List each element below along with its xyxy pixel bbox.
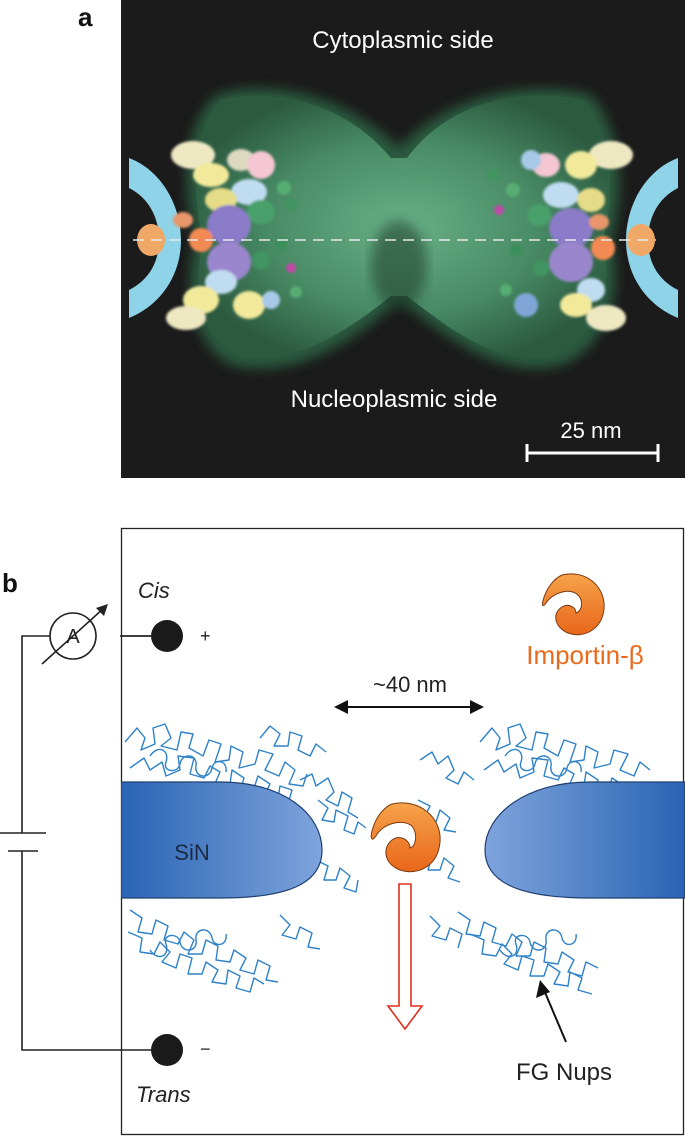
fg-nups-label: FG Nups [516,1059,612,1086]
cis-label: Cis [138,578,170,603]
ammeter-label: A [66,626,80,648]
panel-b-letter: b [2,568,18,598]
sin-label: SiN [174,840,209,865]
fg-nups-pointer-arrow [536,980,567,1043]
trans-electrode [151,1034,183,1066]
importin-legend-icon [542,573,605,636]
right-subunit-cluster [487,141,633,331]
trans-label: Trans [136,1082,191,1107]
pore-structure-panel: Cytoplasmic side Nucleoplasmic side 25 n… [121,0,685,478]
translocation-arrow [386,883,424,1031]
plus-label: + [200,626,211,646]
minus-label: − [200,1039,211,1059]
pore-width-arrow [334,700,484,714]
sin-membrane-left [121,781,323,899]
cytoplasmic-side-label: Cytoplasmic side [312,27,493,54]
scale-bar-label: 25 nm [560,418,621,443]
pore-width-label: ~40 nm [373,672,447,697]
sin-membrane-right [484,781,685,899]
cis-electrode [151,620,183,652]
nanopore-setup-panel: A Cis + − Trans Importin-β ~40 nm [0,527,685,1136]
fg-nups-right [417,723,651,995]
importin-label: Importin-β [526,640,644,670]
nucleoplasmic-side-label: Nucleoplasmic side [291,386,498,413]
scale-bar [525,444,660,462]
nuclear-envelope-left [129,158,181,318]
left-subunit-cluster [166,141,302,330]
central-channel-shadow [371,220,427,310]
panel-a-letter: a [78,2,93,32]
nuclear-envelope-right [626,158,678,318]
importin-in-pore-icon [370,802,441,873]
ammeter [41,604,108,665]
